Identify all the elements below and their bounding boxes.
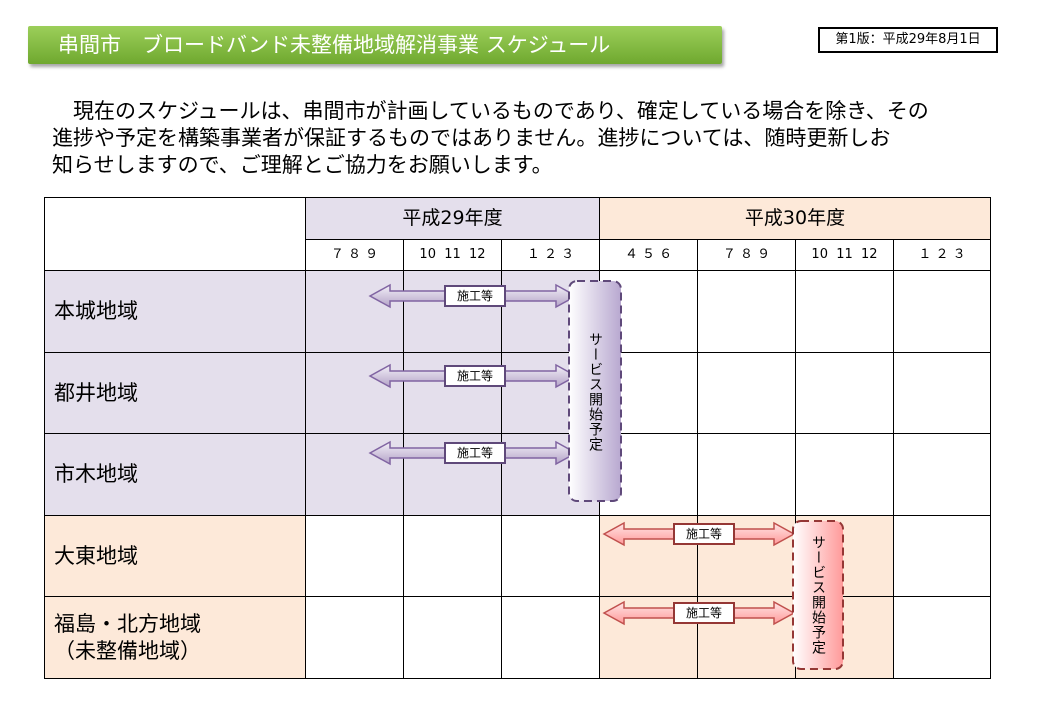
grid-cell bbox=[600, 434, 698, 516]
work-label: 施工等 bbox=[685, 606, 722, 620]
work-label: 施工等 bbox=[456, 446, 493, 460]
month-header: 10 11 12 bbox=[796, 240, 894, 271]
service-start-label: サービス開始予定 bbox=[810, 535, 826, 655]
grid-cell bbox=[600, 353, 698, 434]
service-start-marker-h30 bbox=[792, 520, 844, 670]
title-bar: 串間市 ブロードバンド未整備地域解消事業 スケジュール bbox=[28, 26, 722, 64]
schedule-table: 平成29年度 平成30年度 ７ ８ ９ 10 11 12 １ ２ ３ ４ ５ ６… bbox=[44, 197, 991, 679]
grid-cell bbox=[306, 271, 404, 353]
work-arrow-hondo bbox=[368, 283, 578, 309]
page-title: 串間市 ブロードバンド未整備地域解消事業 スケジュール bbox=[58, 33, 611, 57]
work-label: 施工等 bbox=[685, 527, 722, 541]
month-header: ７ ８ ９ bbox=[306, 240, 404, 271]
intro-line: 現在のスケジュールは、串間市が計画しているものであり、確定している場合を除き、そ… bbox=[52, 99, 929, 123]
region-cell-hondo: 本城地域 bbox=[44, 271, 306, 353]
grid-cell bbox=[698, 434, 796, 516]
intro-paragraph: 現在のスケジュールは、串間市が計画しているものであり、確定している場合を除き、そ… bbox=[52, 98, 982, 179]
grid-cell bbox=[698, 353, 796, 434]
region-label: 本城地域 bbox=[54, 299, 138, 323]
region-label: 市木地域 bbox=[54, 462, 138, 486]
grid-cell bbox=[600, 271, 698, 353]
grid-cell bbox=[306, 516, 404, 597]
month-header: ４ ５ ６ bbox=[600, 240, 698, 271]
month-header: 10 11 12 bbox=[404, 240, 502, 271]
service-start-label: サービス開始予定 bbox=[587, 332, 603, 452]
region-sublabel: （未整備地域） bbox=[54, 638, 201, 663]
grid-cell bbox=[796, 434, 894, 516]
month-header: ７ ８ ９ bbox=[698, 240, 796, 271]
grid-cell bbox=[502, 516, 600, 597]
region-cell-daito: 大東地域 bbox=[44, 516, 306, 597]
intro-line: 進捗や予定を構築事業者が保証するものではありません。進捗については、随時更新しお bbox=[52, 126, 891, 150]
region-label: 福島・北方地域 bbox=[54, 611, 201, 636]
region-cell-ichiki: 市木地域 bbox=[44, 434, 306, 516]
grid-cell bbox=[404, 271, 502, 353]
schedule-overlay bbox=[368, 280, 844, 670]
region-cell-fukushima-kitakata: 福島・北方地域 （未整備地域） bbox=[44, 597, 306, 679]
work-label: 施工等 bbox=[456, 289, 493, 303]
month-header: １ ２ ３ bbox=[502, 240, 600, 271]
month-header: １ ２ ３ bbox=[894, 240, 991, 271]
corner-cell bbox=[44, 197, 306, 271]
version-badge: 第1版：平成29年8月1日 bbox=[818, 27, 998, 53]
region-label: 都井地域 bbox=[54, 380, 138, 405]
grid-cell bbox=[404, 516, 502, 597]
grid-cell bbox=[698, 271, 796, 353]
grid-cell bbox=[796, 353, 894, 434]
intro-line: 知らせしますので、ご理解とご協力をお願いします。 bbox=[52, 153, 553, 177]
region-label: 大東地域 bbox=[54, 543, 138, 568]
grid-cell bbox=[796, 271, 894, 353]
region-cell-toi: 都井地域 bbox=[44, 353, 306, 434]
work-label: 施工等 bbox=[456, 369, 493, 383]
year-header-h29: 平成29年度 bbox=[306, 197, 600, 240]
service-start-marker-h29 bbox=[568, 280, 622, 502]
year-header-h30: 平成30年度 bbox=[600, 197, 991, 240]
